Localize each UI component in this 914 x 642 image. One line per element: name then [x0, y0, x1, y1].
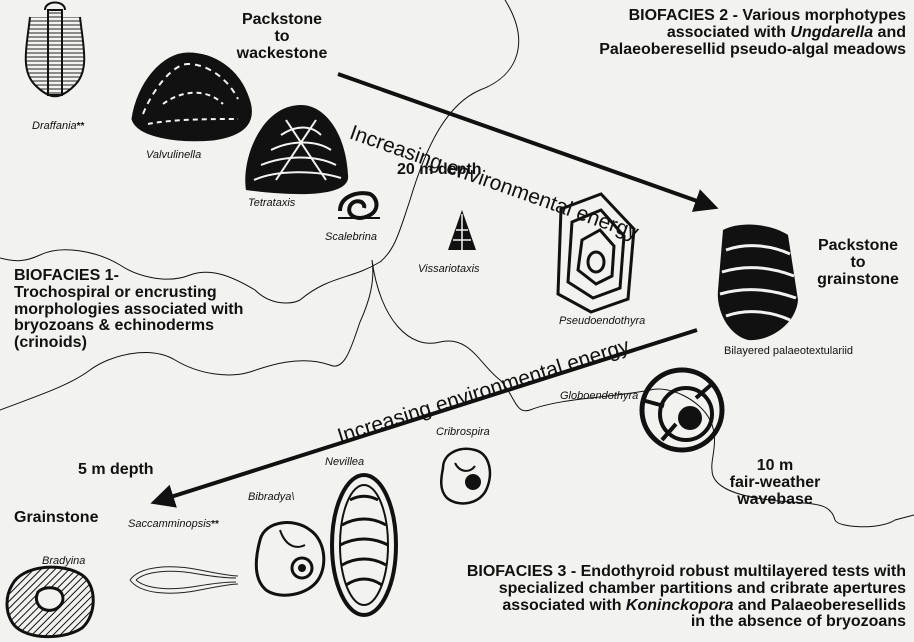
pseudoendothyra-label: Pseudoendothyra — [559, 316, 645, 328]
nevillea-label: Nevillea — [325, 457, 364, 469]
biofacies-2-line3: Palaeoberesellid pseudo-algal meadows — [486, 42, 906, 59]
biofacies-1-line: bryozoans & echinoderms — [14, 318, 243, 335]
grainstone-label: Grainstone — [14, 510, 98, 527]
saccamminopsis-fossil — [130, 567, 238, 593]
wavebase-label: 10 m fair-weather wavebase — [710, 458, 840, 508]
biofacies-3-line1: BIOFACIES 3 - Endothyroid robust multila… — [386, 564, 906, 581]
bibradya-label: Bibradya\ — [248, 492, 294, 504]
draffania-label: Draffania** — [32, 121, 84, 133]
palaeotextulariid-label: Bilayered palaeotextulariid — [724, 346, 853, 358]
vissariotaxis-fossil — [448, 210, 476, 250]
biofacies-3-caption: BIOFACIES 3 - Endothyroid robust multila… — [386, 564, 906, 631]
globoendothyra-label: Globoendothyra — [560, 391, 638, 403]
saccamminopsis-label: Saccamminopsis** — [128, 519, 219, 531]
biofacies-1-title: BIOFACIES 1- — [14, 268, 243, 285]
palaeotextulariid-fossil — [718, 225, 798, 341]
depth-20m-label: 20 m depth — [397, 162, 481, 179]
biofacies-1-line: (crinoids) — [14, 335, 243, 352]
bradyina-fossil — [7, 567, 93, 637]
cribrospira-fossil — [441, 449, 490, 504]
bradyina-label: Bradyina — [42, 556, 85, 568]
tetrataxis-fossil — [245, 105, 348, 194]
tetrataxis-label: Tetrataxis — [248, 198, 295, 210]
globoendothyra-fossil — [642, 370, 722, 450]
valvulinella-fossil — [133, 54, 250, 140]
biofacies-2-caption: BIOFACIES 2 - Various morphotypes associ… — [486, 8, 906, 58]
depth-5m-label: 5 m depth — [78, 462, 154, 479]
packstone-grainstone-label: Packstone to grainstone — [800, 238, 914, 288]
scalebrina-fossil — [338, 193, 380, 218]
biofacies-3-line4: in the absence of bryozoans — [386, 614, 906, 631]
biofacies-2-line1: BIOFACIES 2 - Various morphotypes — [486, 8, 906, 25]
biofacies-2-line2: associated with Ungdarella and — [486, 25, 906, 42]
draffania-fossil — [26, 3, 85, 97]
biofacies-1-line: morphologies associated with — [14, 302, 243, 319]
packstone-wackestone-label: Packstone to wackestone — [222, 12, 342, 62]
cribrospira-label: Cribrospira — [436, 427, 490, 439]
biofacies-3-line2: specialized chamber partitions and cribr… — [386, 581, 906, 598]
biofacies-3-line3: associated with Koninckopora and Palaeob… — [386, 598, 906, 615]
valvulinella-label: Valvulinella — [146, 150, 201, 162]
bibradya-fossil — [256, 523, 324, 596]
scalebrina-label: Scalebrina — [325, 232, 377, 244]
biofacies-1-caption: BIOFACIES 1- Trochospiral or encrusting … — [14, 268, 243, 352]
vissariotaxis-label: Vissariotaxis — [418, 264, 480, 276]
biofacies-1-line: Trochospiral or encrusting — [14, 285, 243, 302]
